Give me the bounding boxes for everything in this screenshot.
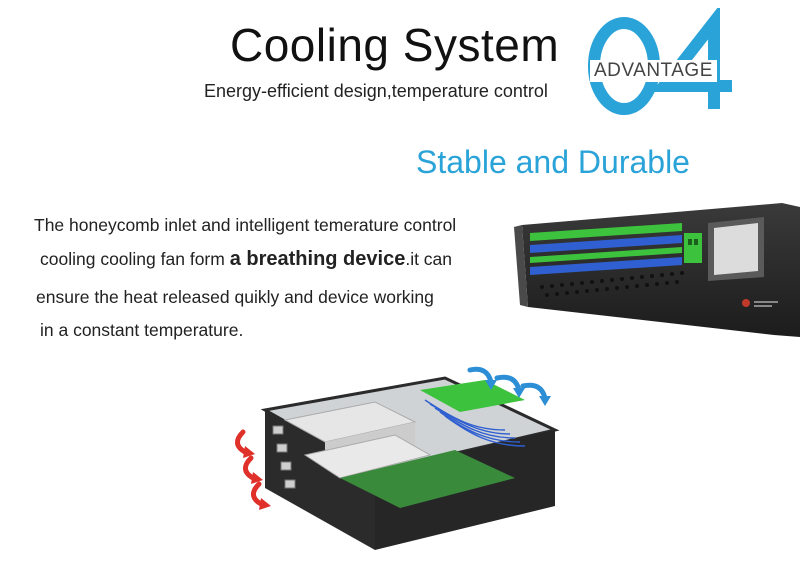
red-curved-arrow-icon bbox=[235, 429, 264, 507]
description-line-3: ensure the heat released quikly and devi… bbox=[36, 287, 434, 307]
advantage-label: ADVANTAGE bbox=[590, 60, 717, 82]
description-line-4: in a constant temperature. bbox=[40, 320, 244, 340]
blue-curved-arrow-icon bbox=[467, 366, 548, 401]
description-line-2-text: cooling cooling fan form bbox=[40, 249, 230, 269]
advantage-badge: ADVANTAGE bbox=[586, 4, 736, 118]
device-front-panel-image bbox=[512, 195, 800, 345]
page-subtitle: Energy-efficient design,temperature cont… bbox=[204, 81, 548, 101]
description-line-2-tail: .it can bbox=[405, 249, 453, 269]
page-title: Cooling System bbox=[230, 19, 560, 71]
device-internal-cooling-image bbox=[225, 360, 585, 570]
description-line-2: cooling cooling fan form a breathing dev… bbox=[40, 248, 452, 271]
section-heading: Stable and Durable bbox=[416, 144, 690, 180]
highlight-breathing-device: a breathing device bbox=[229, 248, 406, 270]
description-line-1: The honeycomb inlet and intelligent teme… bbox=[34, 215, 457, 235]
